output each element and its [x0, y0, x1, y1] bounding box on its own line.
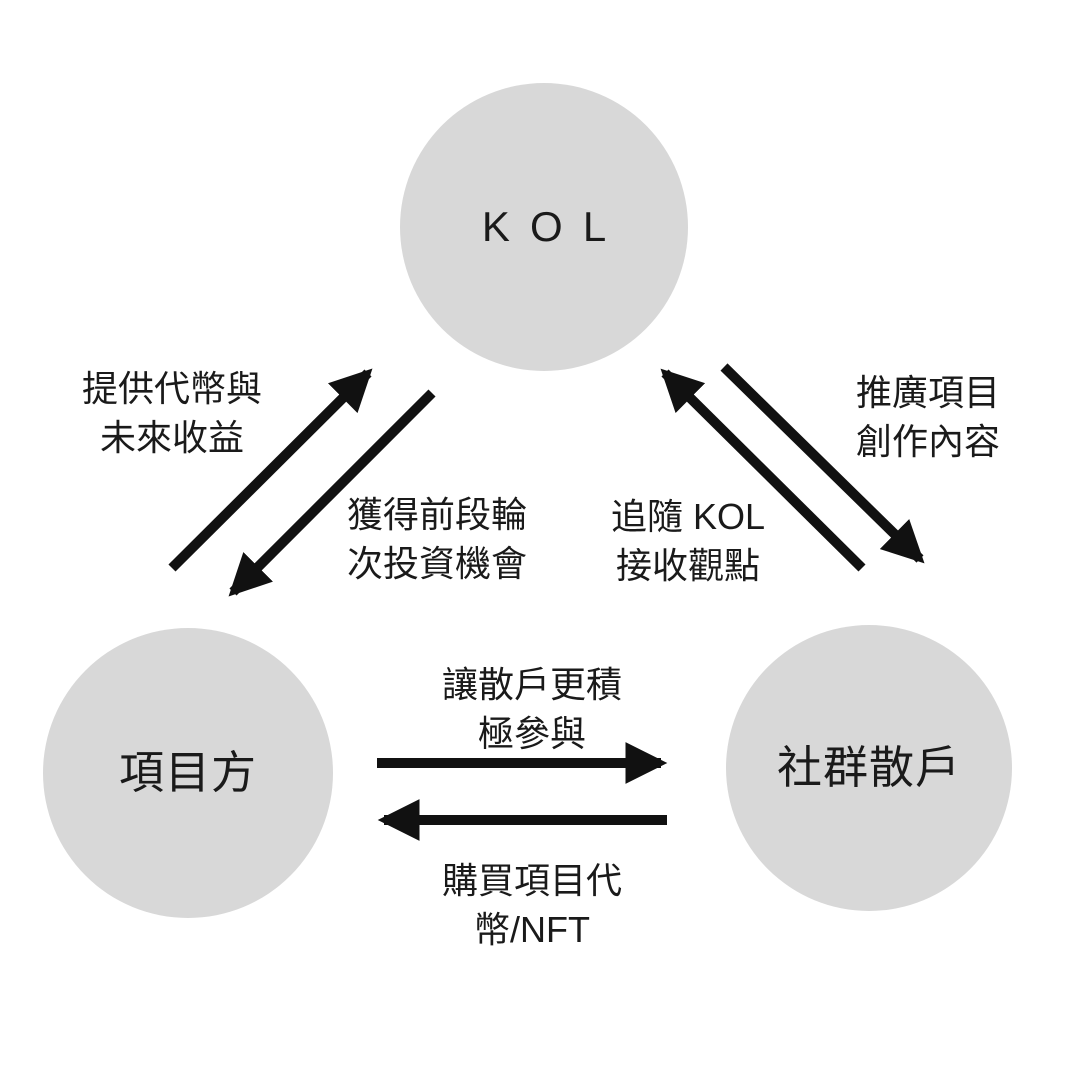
arrow-kol-to-project — [228, 389, 436, 597]
edge-label-promote-project: 推廣項目 創作內容 — [855, 372, 1001, 462]
node-community-label: 社群散戶 — [776, 742, 961, 794]
node-kol: KOL — [400, 83, 688, 371]
arrow-community-to-kol — [660, 368, 866, 572]
edge-label-early-round-investment: 獲得前段輪 次投資機會 — [346, 494, 528, 584]
edge-label-follow-kol: 追隨 KOL 接收觀點 — [610, 496, 766, 586]
edge-label-buy-token-nft: 購買項目代 幣/NFT — [441, 860, 623, 950]
edge-label-provide-tokens: 提供代幣與 未來收益 — [81, 368, 263, 458]
node-kol-label: KOL — [481, 202, 627, 250]
arrow-project-to-kol — [168, 368, 373, 572]
arrow-kol-to-community — [720, 363, 925, 564]
node-project-label: 項目方 — [118, 747, 257, 799]
node-community: 社群散戶 — [726, 625, 1012, 911]
node-project: 項目方 — [43, 628, 333, 918]
edge-label-engage-retail: 讓散戶更積 極參與 — [441, 664, 623, 754]
